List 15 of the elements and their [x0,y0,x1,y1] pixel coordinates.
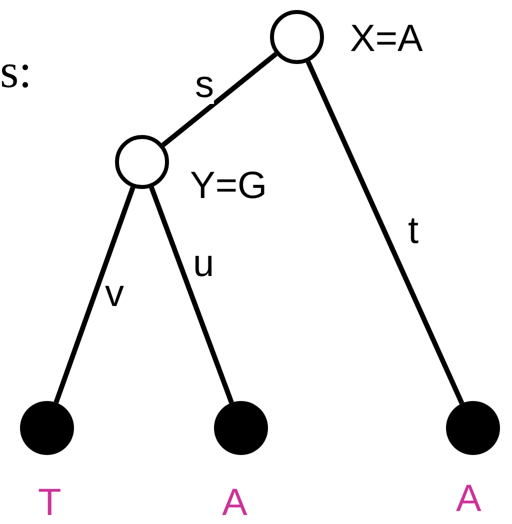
nucleotide-label: A [456,480,482,518]
leaf-node-dot [20,401,74,455]
leaf-node-dot [214,401,268,455]
text-fragment: s: [0,48,32,96]
tree-branch [149,186,234,404]
state-label: Y=G [190,167,268,205]
internal-node-circle [270,10,324,64]
tree-branch [306,60,464,404]
state-label: X=A [350,20,423,58]
leaf-node-dot [446,401,500,455]
nucleotide-label: T [38,484,62,522]
internal-node-circle [115,135,169,189]
tree-branch [161,52,278,147]
nucleotide-label: A [222,484,248,522]
tree-branch [54,186,136,404]
